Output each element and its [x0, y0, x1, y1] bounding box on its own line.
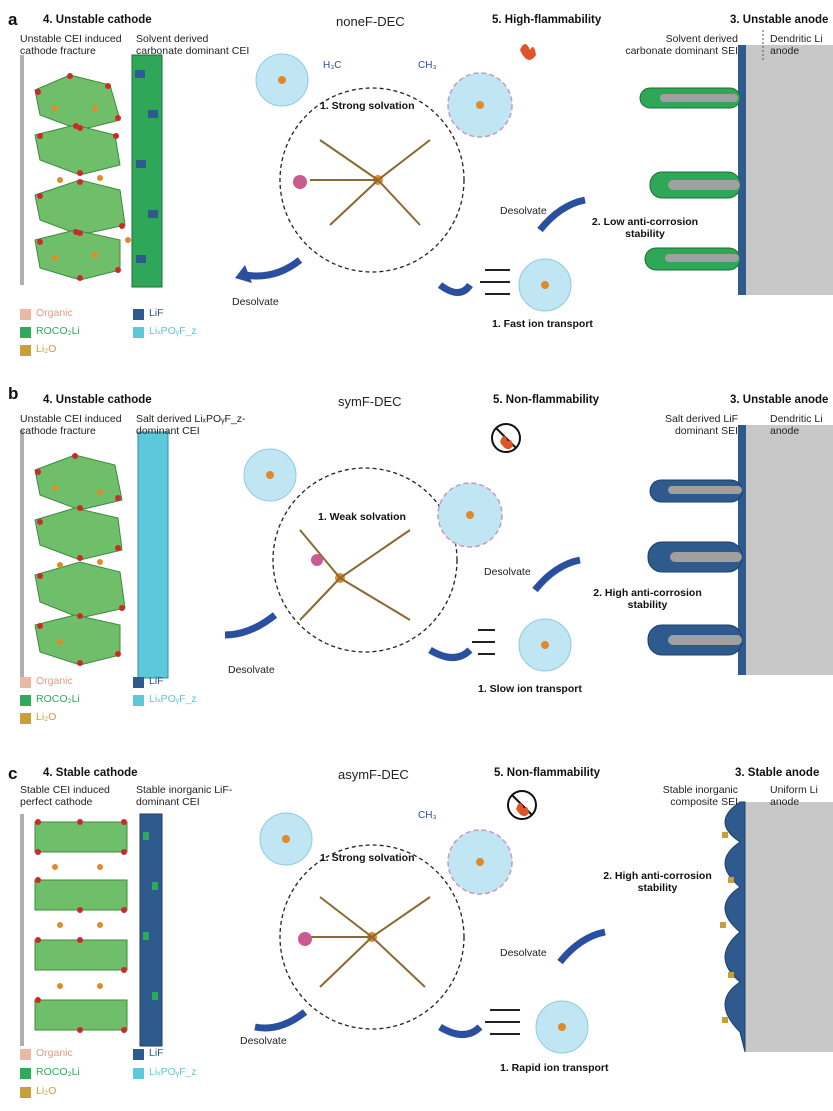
- legend-swatch-lipof: [133, 1068, 144, 1079]
- solvation-label: 1. Strong solvation: [320, 852, 415, 864]
- corrosion-label: 2. High anti-corrosion stability: [593, 587, 702, 611]
- panel-a: a 4. Unstable cathode Unstable CEI induc…: [0, 0, 833, 370]
- molecule-name: symF-DEC: [338, 394, 402, 409]
- desolvate-left: Desolvate: [232, 296, 279, 308]
- legend-lif: LiF: [149, 1047, 164, 1059]
- desolvate-right: Desolvate: [500, 947, 547, 959]
- legend-swatch-li2o: [20, 345, 31, 356]
- panel-a-graphics: [20, 30, 833, 312]
- desolvate-right: Desolvate: [484, 566, 531, 578]
- cathode-left-note: Unstable CEI induced cathode fracture: [20, 413, 122, 437]
- desolvate-left: Desolvate: [240, 1035, 287, 1047]
- anode-left-note: Salt derived LiF dominant SEI: [665, 413, 738, 437]
- legend-swatch-roco2li: [20, 327, 31, 338]
- panel-label-c: c: [8, 764, 18, 783]
- legend-swatch-lif: [133, 309, 144, 320]
- legend-lipof: LiₓPOᵧF_z: [149, 325, 197, 337]
- anode-title: 3. Unstable anode: [730, 14, 829, 26]
- legend-swatch-roco2li: [20, 695, 31, 706]
- cathode-left-note: Unstable CEI induced cathode fracture: [20, 33, 122, 57]
- legend-swatch-li2o: [20, 713, 31, 724]
- cathode-title: 4. Stable cathode: [43, 767, 138, 779]
- legend-swatch-roco2li: [20, 1068, 31, 1079]
- corrosion-label: 2. Low anti-corrosion stability: [591, 216, 699, 240]
- legend-roco2li: ROCO₂Li: [36, 693, 80, 705]
- cathode-crystal: [34, 74, 126, 281]
- cathode-left-note: Stable CEI induced perfect cathode: [20, 784, 110, 808]
- legend-swatch-lif: [133, 677, 144, 688]
- anode-left-note: Stable inorganic composite SEI: [662, 784, 738, 808]
- panel-label-b: b: [8, 384, 19, 403]
- desolvate-left: Desolvate: [228, 664, 275, 676]
- anode-right-note: Uniform Li anode: [770, 784, 818, 808]
- molecule-left-group: H₃C: [323, 60, 342, 71]
- legend-swatch-organic: [20, 1049, 31, 1060]
- transport-label: 1. Fast ion transport: [492, 318, 593, 330]
- legend-swatch-organic: [20, 677, 31, 688]
- molecule-name: noneF-DEC: [336, 14, 405, 29]
- solvation-label: 1. Strong solvation: [320, 100, 415, 112]
- anode-left-note: Solvent derived carbonate dominant SEI: [625, 33, 738, 57]
- transport-label: 1. Rapid ion transport: [500, 1062, 609, 1074]
- legend-organic: Organic: [36, 1047, 73, 1059]
- legend-swatch-lipof: [133, 695, 144, 706]
- cathode-right-note: Salt derived LiₓPOᵧF_z-dominant CEI: [136, 413, 246, 437]
- flammability-label: 5. Non-flammability: [494, 767, 601, 779]
- corrosion-label: 2. High anti-corrosion stability: [603, 870, 712, 894]
- legend-roco2li: ROCO₂Li: [36, 1066, 80, 1078]
- cathode-title: 4. Unstable cathode: [43, 394, 152, 406]
- panel-c-graphics: [20, 790, 833, 1054]
- legend-li2o: Li₂O: [36, 343, 57, 355]
- legend-lipof: LiₓPOᵧF_z: [149, 1066, 197, 1078]
- cathode-title: 4. Unstable cathode: [43, 14, 152, 26]
- solvation-label: 1. Weak solvation: [318, 511, 406, 523]
- flammability-label: 5. Non-flammability: [493, 394, 600, 406]
- panel-b-graphics: [20, 423, 833, 680]
- legend-swatch-organic: [20, 309, 31, 320]
- legend-lipof: LiₓPOᵧF_z: [149, 693, 197, 705]
- legend-lif: LiF: [149, 307, 164, 319]
- cathode-right-note: Solvent derived carbonate dominant CEI: [136, 33, 250, 57]
- legend-swatch-lipof: [133, 327, 144, 338]
- legend-li2o: Li₂O: [36, 1085, 57, 1097]
- panel-label-a: a: [8, 10, 18, 29]
- transport-label: 1. Slow ion transport: [478, 683, 582, 695]
- molecule-name: asymF-DEC: [338, 767, 409, 782]
- panel-c: c 4. Stable cathode Stable CEI induced p…: [0, 762, 833, 1111]
- legend-organic: Organic: [36, 675, 73, 687]
- anode-right-note: Dendritic Li anode: [770, 33, 823, 57]
- legend-lif: LiF: [149, 675, 164, 687]
- molecule-right-group: CH₃: [418, 60, 437, 71]
- anode-right-note: Dendritic Li anode: [770, 413, 823, 437]
- legend-roco2li: ROCO₂Li: [36, 325, 80, 337]
- legend-swatch-lif: [133, 1049, 144, 1060]
- desolvate-right: Desolvate: [500, 205, 547, 217]
- panel-b: b 4. Unstable cathode Unstable CEI induc…: [0, 380, 833, 750]
- molecule-right-group: CH₃: [418, 810, 437, 821]
- legend-swatch-li2o: [20, 1087, 31, 1098]
- anode-title: 3. Unstable anode: [730, 394, 829, 406]
- anode-title: 3. Stable anode: [735, 767, 820, 779]
- legend-li2o: Li₂O: [36, 711, 57, 723]
- cathode-right-note: Stable inorganic LiF-dominant CEI: [136, 784, 233, 808]
- flammability-label: 5. High-flammability: [492, 14, 602, 26]
- legend-organic: Organic: [36, 307, 73, 319]
